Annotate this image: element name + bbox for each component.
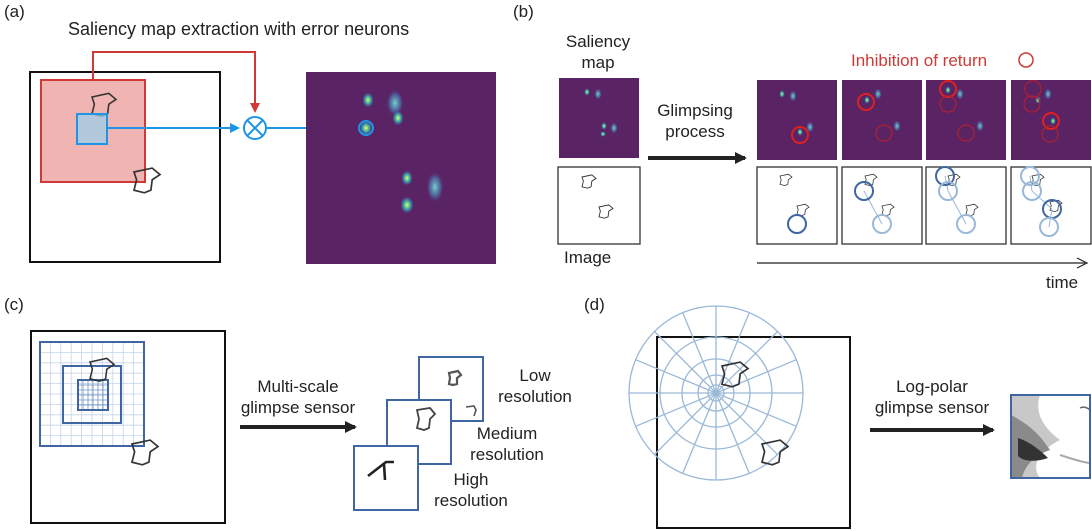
panel-d-image-frame [656,336,851,529]
saliency-map-label-2: map [581,53,615,72]
saliency-sequence [757,80,1091,160]
medium-resolution-label-2: resolution [470,445,544,464]
multiscale-label-2: glimpse sensor [240,398,356,417]
low-resolution-label-2: resolution [498,387,572,406]
image-thumbnail [557,166,641,245]
panel-a-label: (a) [4,2,25,21]
glimpsing-label-1: Glimpsing [657,101,733,120]
multiply-icon [243,116,267,140]
low-resolution-label-1: Low [519,366,551,385]
resolution-stack [353,356,484,511]
red-feedback-arrow [92,51,260,113]
log-polar-label-2: glimpse sensor [874,398,990,417]
glimpse-region-blue [76,113,108,145]
saliency-map-label-1: Saliency [565,32,631,51]
panel-a-title: Saliency map extraction with error neuro… [68,19,410,39]
focus-marker [358,120,374,136]
panel-d-label: (d) [584,295,605,314]
high-resolution-label-2: resolution [434,491,508,510]
inhibition-label: Inhibition of return [851,51,988,70]
image-sequence [756,166,1092,245]
multiscale-label-1: Multi-scale [257,377,339,396]
glimpsing-label-2: process [665,122,725,141]
panel-c-label: (c) [4,295,24,314]
log-polar-grid [628,305,804,481]
time-label: time [1046,273,1079,292]
image-label: Image [564,248,612,267]
medium-resolution-label-1: Medium [476,424,538,443]
log-polar-output [1010,394,1091,479]
log-polar-label-1: Log-polar [896,377,968,396]
panel-c-image-frame [30,330,226,524]
panel-b-label: (b) [513,2,534,21]
high-resolution-label-1: High [453,470,489,489]
inhibition-legend-icon [1018,52,1034,68]
